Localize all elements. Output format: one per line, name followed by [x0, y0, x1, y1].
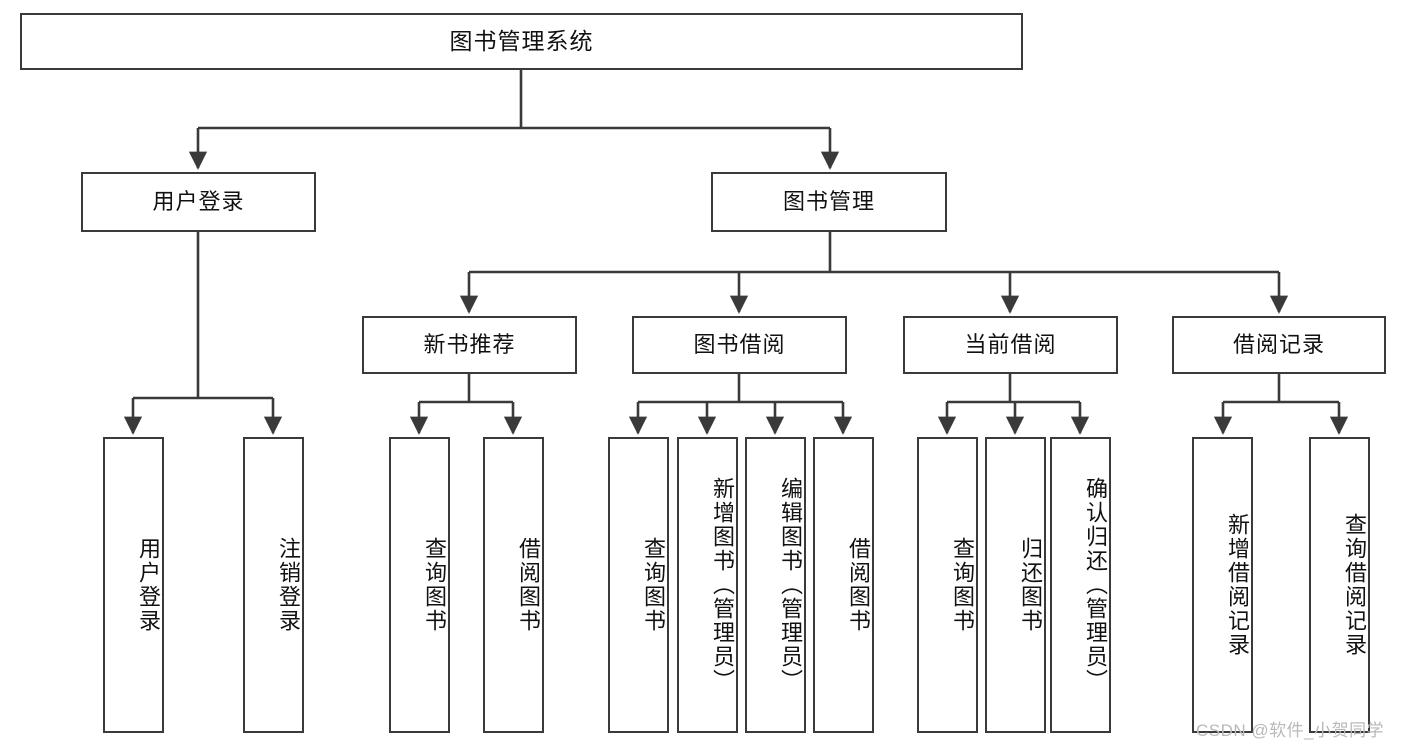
node-leaf-confirm-return[interactable]: 确认归还（管理员） [1050, 437, 1111, 733]
node-leaf-borrow-book[interactable]: 借阅图书 [813, 437, 874, 733]
leaf-label: 借阅图书 [846, 537, 871, 633]
leaf-label: 查询图书 [950, 537, 975, 633]
node-book-manage[interactable]: 图书管理 [711, 172, 947, 232]
leaf-label: 注销登录 [276, 537, 301, 633]
node-user-login[interactable]: 用户登录 [81, 172, 316, 232]
leaf-label: 确认归还（管理员） [1083, 477, 1108, 693]
leaf-label: 新增借阅记录 [1225, 513, 1250, 657]
node-leaf-query-borrow-record[interactable]: 查询借阅记录 [1309, 437, 1370, 733]
node-leaf-add-borrow-record[interactable]: 新增借阅记录 [1192, 437, 1253, 733]
leaf-label: 借阅图书 [516, 537, 541, 633]
node-leaf-return-book[interactable]: 归还图书 [985, 437, 1046, 733]
node-leaf-logout[interactable]: 注销登录 [243, 437, 304, 733]
leaf-label: 归还图书 [1018, 537, 1043, 633]
node-leaf-add-book[interactable]: 新增图书（管理员） [677, 437, 738, 733]
leaf-label: 用户登录 [136, 537, 161, 633]
leaf-label: 查询借阅记录 [1342, 513, 1367, 657]
node-leaf-query-book-borrow[interactable]: 查询图书 [608, 437, 669, 733]
node-leaf-query-book-new[interactable]: 查询图书 [389, 437, 450, 733]
leaf-label: 查询图书 [641, 537, 666, 633]
leaf-label: 查询图书 [422, 537, 447, 633]
node-leaf-borrow-book-new[interactable]: 借阅图书 [483, 437, 544, 733]
node-new-book-recommend[interactable]: 新书推荐 [362, 316, 577, 374]
node-borrow-record[interactable]: 借阅记录 [1172, 316, 1386, 374]
node-leaf-query-book-current[interactable]: 查询图书 [917, 437, 978, 733]
leaf-label: 新增图书（管理员） [710, 477, 735, 693]
node-current-borrow[interactable]: 当前借阅 [903, 316, 1118, 374]
node-leaf-user-login[interactable]: 用户登录 [103, 437, 164, 733]
leaf-label: 编辑图书（管理员） [778, 477, 803, 693]
node-root-system[interactable]: 图书管理系统 [20, 13, 1023, 70]
node-book-borrow[interactable]: 图书借阅 [632, 316, 847, 374]
csdn-watermark: CSDN @软件_小贺同学 [1196, 721, 1385, 740]
node-leaf-edit-book[interactable]: 编辑图书（管理员） [745, 437, 806, 733]
